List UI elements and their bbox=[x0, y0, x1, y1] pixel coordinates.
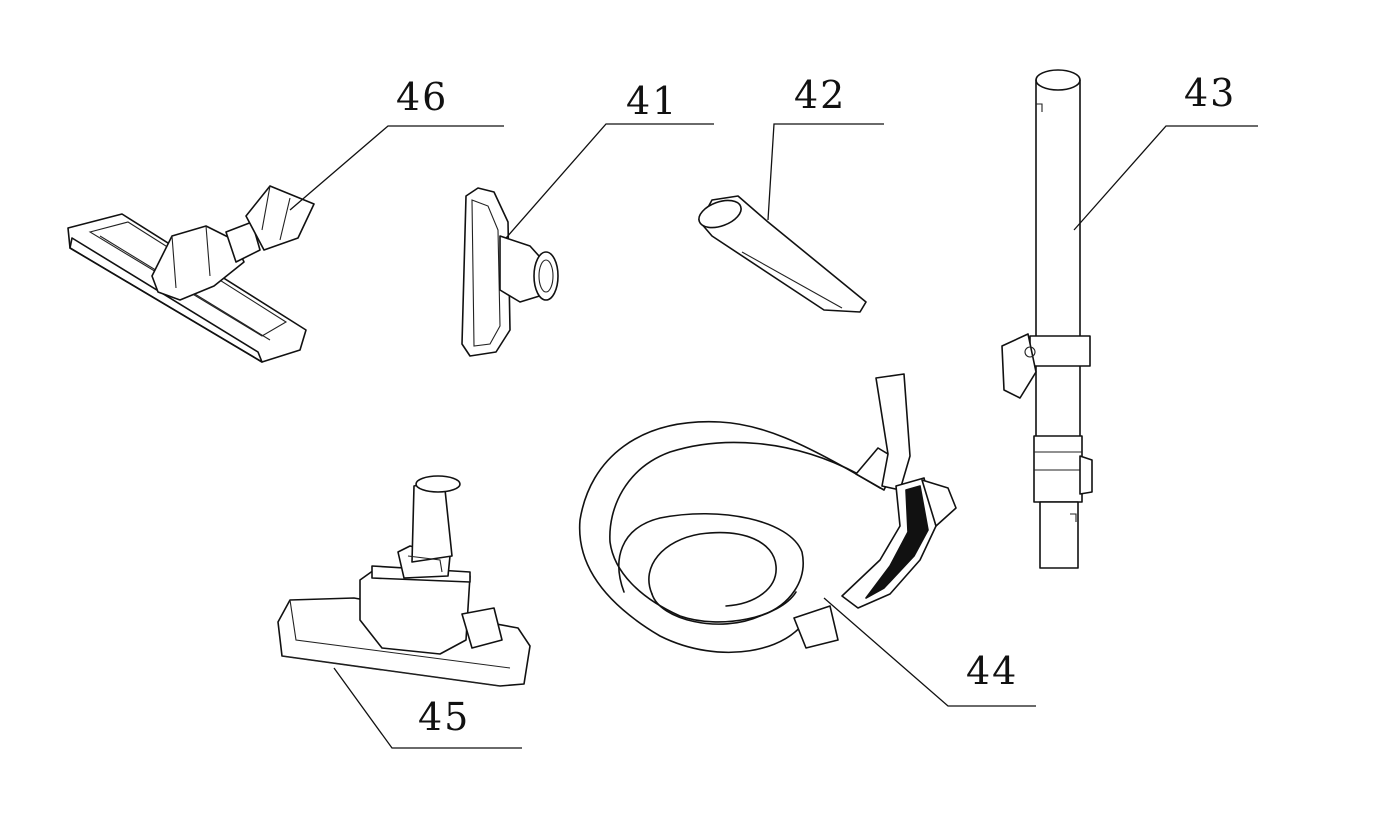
crevice-tool-42 bbox=[698, 195, 867, 313]
hose-assembly-44 bbox=[578, 373, 957, 654]
part-label-46: 46 bbox=[396, 75, 448, 119]
floor-brush-46 bbox=[67, 185, 315, 363]
leader-line-43 bbox=[1073, 125, 1258, 231]
telescopic-tube-43 bbox=[1001, 69, 1093, 569]
upholstery-nozzle-41 bbox=[461, 187, 559, 357]
leader-line-44 bbox=[823, 597, 1036, 707]
leader-line-42 bbox=[767, 123, 884, 221]
part-label-41: 41 bbox=[626, 79, 678, 123]
part-label-43: 43 bbox=[1184, 71, 1236, 115]
part-label-44: 44 bbox=[966, 649, 1018, 693]
leader-line-46 bbox=[289, 125, 504, 211]
part-label-42: 42 bbox=[794, 73, 846, 117]
leader-line-45 bbox=[333, 667, 522, 749]
part-label-45: 45 bbox=[418, 695, 470, 739]
floor-nozzle-45 bbox=[277, 475, 531, 687]
leader-line-41 bbox=[505, 123, 714, 239]
